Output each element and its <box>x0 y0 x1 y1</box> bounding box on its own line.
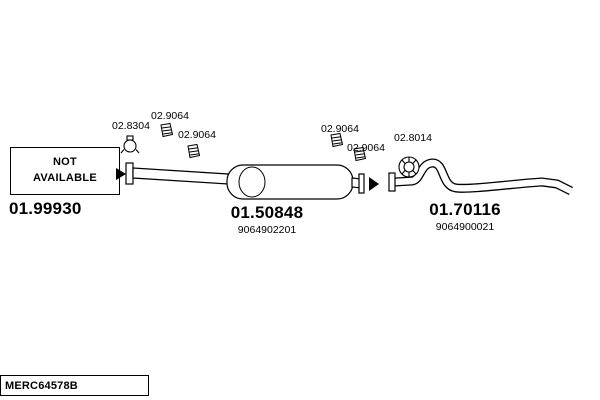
ring-gasket-icon <box>398 156 420 178</box>
fitting-label-hanger-3[interactable]: 02.9064 <box>321 123 359 135</box>
fitting-label-clamp[interactable]: 02.8304 <box>112 120 150 132</box>
not-available-line2: AVAILABLE <box>32 172 97 184</box>
rubber-hanger-icon <box>160 123 173 137</box>
front-connector-arrow <box>116 168 126 180</box>
oe-number-middle: 9064902201 <box>237 224 297 236</box>
fitting-label-ring[interactable]: 02.8014 <box>394 132 432 144</box>
part-code-rear[interactable]: 01.70116 <box>429 200 501 219</box>
rear-pipe-drawing <box>388 158 574 196</box>
muffler-drawing <box>125 162 365 200</box>
diagram-reference-box: MERC64578B <box>0 375 149 396</box>
fitting-label-hanger-2[interactable]: 02.9064 <box>178 129 216 141</box>
part-code-front[interactable]: 01.99930 <box>9 199 82 218</box>
clamp-icon <box>120 135 140 154</box>
not-available-line1: NOT <box>52 156 78 169</box>
rubber-hanger-icon <box>187 144 200 158</box>
part-code-middle[interactable]: 01.50848 <box>230 203 304 222</box>
not-available-box: NOT AVAILABLE <box>10 147 120 195</box>
oe-number-rear: 9064900021 <box>435 221 495 233</box>
fitting-label-hanger-4[interactable]: 02.9064 <box>347 142 385 154</box>
fitting-label-hanger-1[interactable]: 02.9064 <box>151 110 189 122</box>
diagram-reference: MERC64578B <box>5 379 78 392</box>
rear-connector-arrow <box>369 177 379 191</box>
